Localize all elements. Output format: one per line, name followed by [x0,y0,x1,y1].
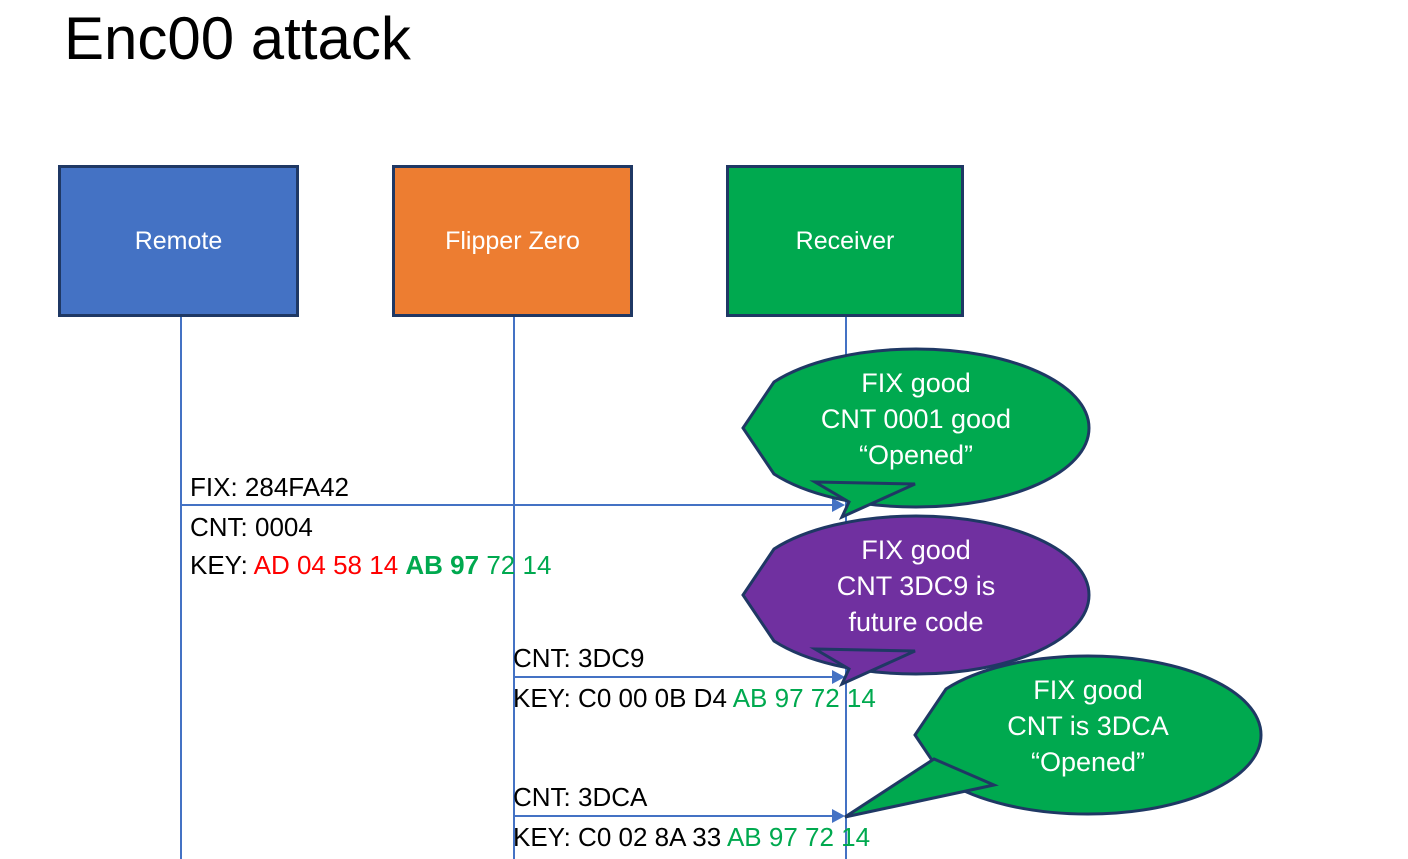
callout-shape-3 [844,654,1263,819]
key-bytes-green-3: AB 97 72 14 [726,822,871,852]
key-prefix-3: KEY: C0 02 8A 33 [513,822,727,852]
callout-receiver-response-1: FIX good CNT 0001 good “Opened” [741,347,1091,521]
message-arrowhead-2 [832,670,845,684]
actor-box-remote: Remote [58,165,299,317]
message-arrowhead-1 [832,498,845,512]
page-title: Enc00 attack [64,5,411,72]
key-bytes-green-1: 72 14 [486,550,552,580]
actor-label-flipper-zero: Flipper Zero [445,227,580,255]
callout-receiver-response-3: FIX good CNT is 3DCA “Opened” [844,654,1263,819]
message-label-fix: FIX: 284FA42 [190,472,349,502]
message-arrow-3 [513,815,834,817]
key-bytes-green-bold-1: AB 97 [405,550,480,580]
actor-label-remote: Remote [134,227,223,255]
message-arrowhead-3 [832,809,845,823]
message-label-key-2: KEY: C0 00 0B D4 AB 97 72 14 [513,681,876,715]
callout-receiver-response-2: FIX good CNT 3DC9 is future code [741,514,1091,688]
actor-box-receiver: Receiver [726,165,964,317]
message-arrow-2 [513,676,834,678]
key-bytes-green-2: AB 97 72 14 [732,683,876,713]
callout-shape-1 [741,347,1091,521]
actor-label-receiver: Receiver [795,227,895,255]
callout-shape-2 [741,514,1091,688]
message-label-cnt-3dca: CNT: 3DCA [513,782,648,812]
key-prefix-1: KEY: [190,550,254,580]
message-label-cnt-0004: CNT: 0004 [190,512,313,542]
message-label-key-1: KEY: AD 04 58 14 AB 97 72 14 [190,548,551,582]
message-arrow-1 [180,504,834,506]
key-bytes-red-1: AD 04 58 14 [253,550,399,580]
lifeline-remote [180,317,182,859]
message-label-key-3: KEY: C0 02 8A 33 AB 97 72 14 [513,820,870,854]
actor-box-flipper-zero: Flipper Zero [392,165,633,317]
key-prefix-2: KEY: C0 00 0B D4 [513,683,733,713]
message-label-cnt-3dc9: CNT: 3DC9 [513,643,645,673]
lifeline-flipper-zero [513,317,515,859]
